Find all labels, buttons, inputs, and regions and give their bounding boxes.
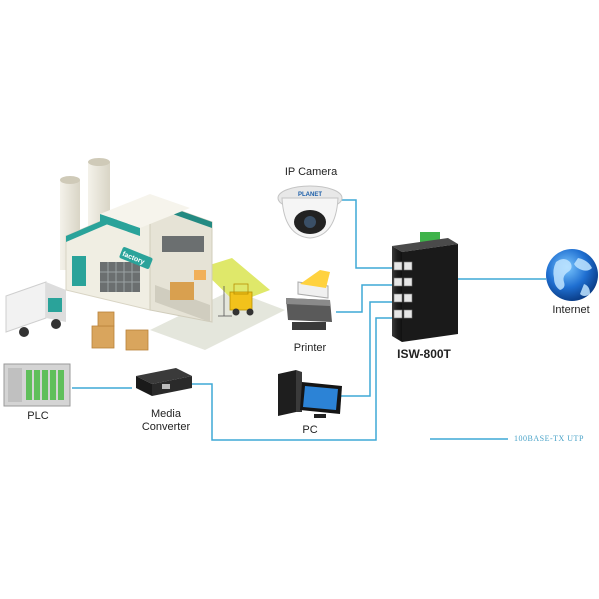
camera-brand: PLANET — [298, 192, 322, 198]
ip-camera-label: IP Camera — [284, 166, 338, 178]
plc-label: PLC — [27, 410, 49, 422]
switch-model-label: ISW-800T — [397, 347, 451, 361]
pc-device — [278, 370, 342, 418]
connection-lines — [72, 199, 546, 441]
factory-illustration: factory — [5, 158, 285, 351]
printer-label: Printer — [293, 342, 327, 354]
internet-globe — [546, 249, 598, 301]
cargo-boxes — [91, 311, 149, 351]
link-printer-switch — [336, 284, 396, 313]
link-camera-switch — [340, 199, 396, 269]
link-converter-switch — [192, 317, 396, 441]
link-pc-switch — [340, 301, 396, 397]
internet-label: Internet — [552, 304, 590, 316]
ip-camera-device: PLANET — [277, 185, 343, 239]
switch-ports — [393, 261, 413, 319]
legend-label: 100BASE-TX UTP — [514, 434, 584, 443]
plc-device — [3, 363, 71, 407]
pc-label: PC — [302, 424, 318, 436]
factory-sign — [119, 247, 153, 269]
media-converter-device — [136, 368, 192, 396]
switch-device — [392, 232, 458, 342]
media-converter-label: Media Converter — [141, 408, 191, 433]
printer-device — [286, 270, 332, 330]
forklift — [218, 283, 253, 317]
